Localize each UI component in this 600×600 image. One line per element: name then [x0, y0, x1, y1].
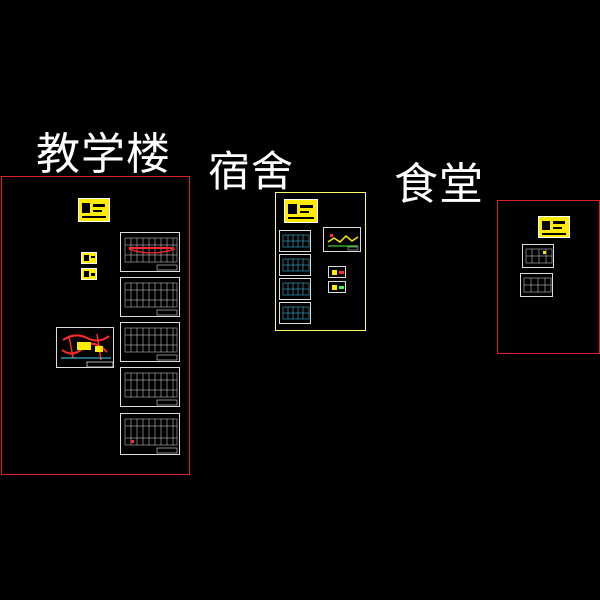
canteen-plan-2[interactable]	[520, 273, 553, 297]
dormitory-system-sheet[interactable]	[323, 227, 361, 252]
teaching-floor-plan-1[interactable]	[120, 232, 180, 272]
teaching-detail-sheet-1[interactable]	[81, 252, 97, 264]
teaching-detail-sheet-2[interactable]	[81, 268, 97, 280]
teaching-cover-sheet[interactable]	[78, 198, 110, 222]
dormitory-cover-sheet[interactable]	[284, 199, 318, 223]
dormitory-detail-1[interactable]	[328, 266, 346, 278]
teaching-floor-plan-5[interactable]	[120, 413, 180, 455]
dormitory-detail-2[interactable]	[328, 281, 346, 293]
dormitory-plan-1[interactable]	[279, 230, 311, 252]
canteen-plan-1[interactable]	[522, 244, 554, 268]
title-canteen: 食堂	[394, 159, 484, 210]
teaching-site-plan-sheet[interactable]	[56, 327, 114, 368]
title-dormitory: 宿舍	[208, 147, 295, 196]
dormitory-frame[interactable]	[275, 192, 366, 331]
dormitory-plan-4[interactable]	[279, 302, 311, 324]
canteen-cover-sheet[interactable]	[538, 216, 570, 238]
teaching-floor-plan-2[interactable]	[120, 277, 180, 317]
teaching-building-frame[interactable]	[1, 176, 190, 475]
dormitory-plan-2[interactable]	[279, 254, 311, 276]
teaching-floor-plan-3[interactable]	[120, 322, 180, 362]
teaching-floor-plan-4[interactable]	[120, 367, 180, 407]
title-teaching-building: 教学楼	[36, 129, 171, 180]
dormitory-plan-3[interactable]	[279, 278, 311, 300]
